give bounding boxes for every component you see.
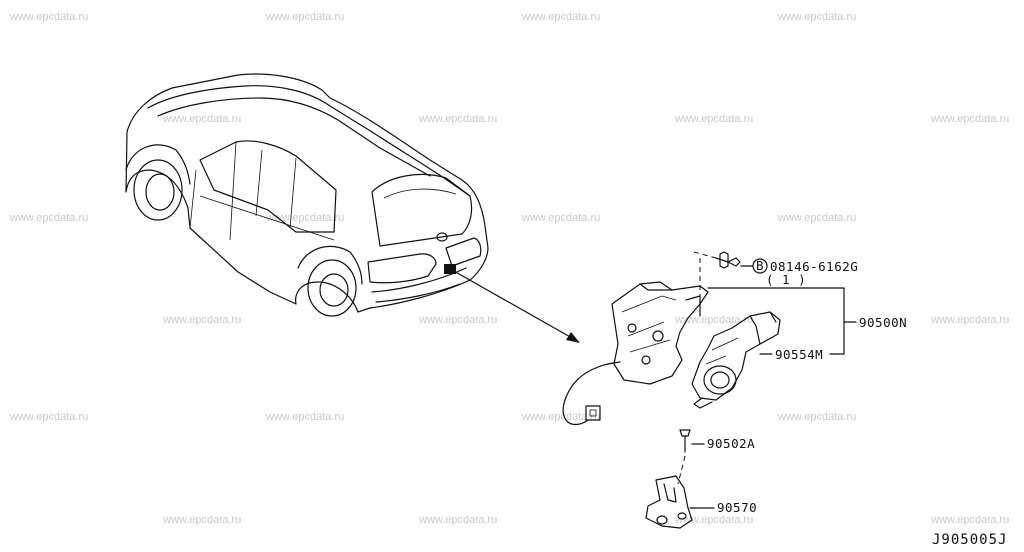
watermark: www.epcdata.ru [930,113,1009,125]
vehicle-illustration [125,73,489,317]
watermark: www.epcdata.ru [674,514,753,526]
watermark: www.epcdata.ru [674,113,753,125]
watermark: www.epcdata.ru [162,514,241,526]
part-number-motor: 90554M [775,347,823,362]
watermark: www.epcdata.ru [9,411,88,423]
watermark: www.epcdata.ru [777,411,856,423]
part-number-bolt: 08146-6162G [770,259,858,274]
latch-assembly-drawing [562,281,709,426]
watermark: www.epcdata.ru [418,113,497,125]
part-qty-bolt: ( 1 ) [766,272,806,287]
watermark: www.epcdata.ru [162,113,241,125]
striker-drawing [645,475,715,529]
watermark: www.epcdata.ru [521,212,600,224]
watermark: www.epcdata.ru [674,314,753,326]
watermark-layer: www.epcdata.ru www.epcdata.ru www.epcdat… [9,11,1009,526]
screw-drawing [677,429,705,485]
watermark: www.epcdata.ru [9,212,88,224]
watermark: www.epcdata.ru [418,314,497,326]
locator-arrow [451,269,580,343]
watermark: www.epcdata.ru [777,212,856,224]
watermark: www.epcdata.ru [521,411,600,423]
motor-drawing [691,311,781,409]
watermark: www.epcdata.ru [9,11,88,23]
watermark: www.epcdata.ru [777,11,856,23]
part-number-assembly: 90500N [859,315,907,330]
callout-labels: B 08146-6162G ( 1 ) 90500N 90554M 90502A… [707,258,907,515]
watermark: www.epcdata.ru [265,212,344,224]
part-number-striker: 90570 [717,500,757,515]
bolt-ref-letter: B [756,258,764,273]
watermark: www.epcdata.ru [521,11,600,23]
watermark: www.epcdata.ru [265,411,344,423]
watermark: www.epcdata.ru [930,314,1009,326]
bolt-drawing [693,251,753,296]
part-number-screw: 90502A [707,436,755,451]
diagram-code: J905005J [932,532,1007,548]
watermark: www.epcdata.ru [265,11,344,23]
watermark: www.epcdata.ru [162,314,241,326]
bolt-ref-circle [752,258,768,274]
watermark: www.epcdata.ru [930,514,1009,526]
watermark: www.epcdata.ru [418,514,497,526]
callout-bracket [707,287,857,355]
